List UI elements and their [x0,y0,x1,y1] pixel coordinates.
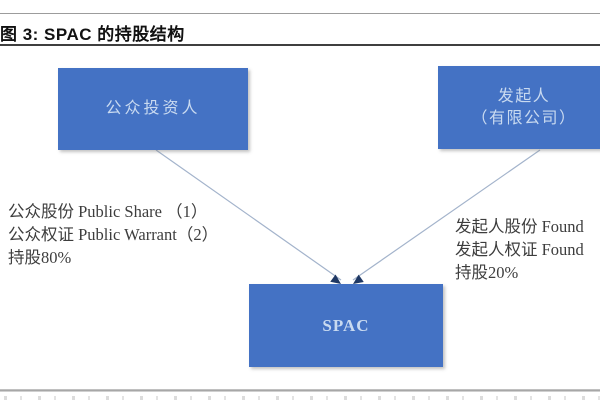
node-spac-label: SPAC [322,315,370,335]
top-border-line [0,13,600,14]
annotation-founder-warrant-line: 发起人权证 Found [455,240,584,259]
bottom-border-line [0,389,600,392]
annotation-public-shares: 公众股份 Public Share （1） 公众权证 Public Warran… [8,200,218,269]
node-spac: SPAC [249,284,443,367]
annotation-sponsor-holding-line: 持股20% [455,263,519,282]
annotation-sponsor-shares: 发起人股份 Found 发起人权证 Found 持股20% [455,215,584,284]
annotation-public-share-line: 公众股份 Public Share （1） [8,202,208,221]
node-sponsor: 发起人 （有限公司） [438,66,600,149]
node-sponsor-label-line2: （有限公司） [471,109,577,127]
node-public-investors-label: 公众投资人 [105,100,201,117]
figure-title: 图 3: SPAC 的持股结构 [0,25,185,44]
annotation-founder-share-line: 发起人股份 Found [455,217,584,236]
cutoff-text-remnant [4,396,600,400]
node-public-investors: 公众投资人 [58,68,248,150]
annotation-public-warrant-line: 公众权证 Public Warrant（2） [8,225,219,244]
node-sponsor-label-line1: 发起人 [497,87,551,105]
annotation-public-holding-line: 持股80% [8,248,72,267]
title-underline [0,44,600,46]
